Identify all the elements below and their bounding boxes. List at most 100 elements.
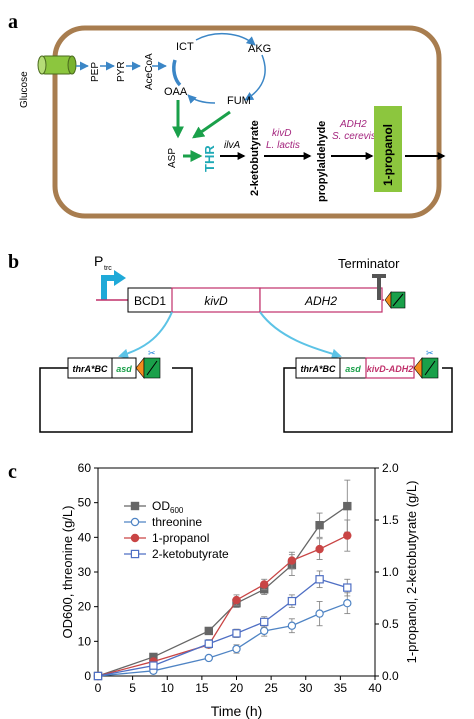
data-point (315, 520, 324, 530)
y2-tick-label: 0.5 (382, 617, 399, 631)
promoter-icon (101, 270, 126, 300)
y-tick-label: 60 (78, 461, 92, 475)
panel-c-label: c (8, 461, 17, 483)
akg-label: AKG (248, 43, 271, 55)
data-point (343, 599, 352, 608)
bcd1-label: BCD1 (134, 294, 166, 308)
resistance-cassette-icon (384, 291, 406, 309)
legend-label: 1-propanol (152, 531, 209, 545)
data-point (260, 626, 269, 636)
kivd-part (171, 287, 261, 313)
adh2-label: ADH2 (304, 294, 337, 308)
product-label: 1-propanol (381, 124, 395, 186)
kivd-source-label: L. lactis (266, 140, 300, 151)
x-tick-label: 10 (161, 681, 175, 695)
x-tick-label: 15 (195, 681, 209, 695)
product-box (374, 106, 402, 192)
promoter-subscript: trc (104, 265, 112, 272)
kivd-label: kivD (204, 294, 228, 308)
y-axis-label: OD600, threonine (g/L) (60, 506, 75, 639)
legend-marker (130, 501, 140, 511)
x-axis-label: Time (h) (211, 703, 263, 719)
series-line (97, 578, 348, 677)
legend-label: 2-ketobutyrate (152, 547, 229, 561)
panel-b-label: b (8, 251, 19, 273)
fum-label: FUM (227, 95, 251, 107)
promoter-label: P (94, 253, 103, 269)
pep-label: PEP (90, 62, 101, 82)
panel-a-label: a (8, 11, 18, 33)
x-tick-label: 40 (368, 681, 382, 695)
data-point (93, 671, 103, 681)
plasmid2-asd-label: asd (345, 364, 361, 374)
glucose-label: Glucose (19, 71, 30, 108)
data-point (287, 556, 297, 565)
series-line (97, 535, 348, 677)
ilva-label: ilvA (224, 140, 240, 151)
arrow-to-plasmid-2 (259, 311, 342, 359)
data-point (315, 544, 324, 554)
panel-b: b P trc BCD1 kivD ADH2 Terminator (8, 251, 453, 433)
plasmid1-thr-label: thrA*BC (73, 364, 108, 374)
scissor-icon-2: ✂ (426, 348, 434, 358)
y2-axis-label: 1-propanol, 2-ketobutyrate (g/L) (404, 481, 419, 664)
bcd1-part (127, 287, 173, 313)
oaa-label: OAA (164, 86, 188, 98)
y-tick-label: 10 (78, 634, 92, 648)
data-point (204, 653, 213, 663)
kivd-gene-label: kivD (272, 128, 291, 139)
data-point (204, 626, 213, 636)
y2-tick-label: 1.5 (382, 513, 399, 527)
y2-tick-label: 2.0 (382, 461, 399, 475)
legend-marker (130, 549, 140, 559)
legend-marker (130, 517, 140, 527)
y-tick-label: 30 (78, 565, 92, 579)
cell-membrane (52, 25, 442, 219)
y2-tick-label: 0.0 (382, 669, 399, 683)
adh2-part (259, 287, 383, 313)
propylaldehyde-label: propylaldehyde (316, 121, 328, 202)
terminator-label: Terminator (338, 256, 400, 271)
y2-tick-label: 1.0 (382, 565, 399, 579)
y-tick-label: 0 (84, 669, 91, 683)
x-tick-label: 20 (230, 681, 244, 695)
plasmid2-thr-label: thrA*BC (301, 364, 336, 374)
plasmid1-asd-label: asd (116, 364, 132, 374)
arrow-to-plasmid-1 (118, 311, 173, 359)
series-line (97, 505, 348, 677)
plasmid-2: ✂ (283, 348, 453, 433)
data-point (149, 661, 158, 670)
ict-label: ICT (176, 41, 194, 53)
y-tick-label: 20 (78, 600, 92, 614)
legend-marker (130, 533, 140, 543)
legend-label: OD600 (152, 499, 184, 515)
data-point (260, 580, 269, 589)
pyr-label: PYR (116, 61, 127, 82)
data-point (343, 583, 352, 592)
acecoa-label: AceCoA (144, 53, 155, 90)
ketobutyrate-label: 2-ketobutyrate (249, 120, 261, 196)
series-2-ketobutyrate (93, 570, 352, 681)
data-point (232, 629, 241, 638)
data-point (315, 609, 324, 618)
data-point (232, 595, 241, 605)
data-point (287, 621, 297, 630)
x-tick-label: 0 (95, 681, 102, 695)
y-tick-label: 40 (78, 530, 92, 544)
data-point (260, 617, 269, 627)
scissor-icon-1: ✂ (148, 348, 156, 358)
y-tick-label: 50 (78, 496, 92, 510)
x-tick-label: 5 (129, 681, 136, 695)
x-tick-label: 25 (264, 681, 278, 695)
adh2-source-label: S. cerevisiae (332, 131, 390, 142)
legend-label: threonine (152, 515, 202, 529)
data-point (204, 639, 213, 648)
x-tick-label: 35 (334, 681, 348, 695)
data-point (232, 644, 241, 654)
data-point (343, 501, 352, 511)
plasmid-1: ✂ (39, 348, 193, 433)
